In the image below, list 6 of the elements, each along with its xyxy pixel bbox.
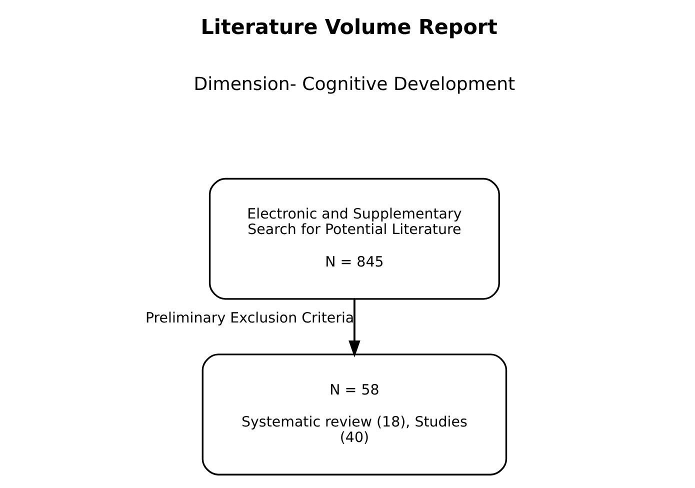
node-box: N = 58 Systematic review (18), Studies (40): [201, 354, 507, 476]
arrow: [348, 299, 360, 358]
diagram-title: Literature Volume Report: [200, 14, 497, 39]
node-box: Electronic and Supplementary Search for Potential Literature N = 845: [208, 178, 500, 300]
edge-label: Preliminary Exclusion Criteria: [144, 310, 354, 327]
label: Dimension- Cognitive Development: [193, 74, 515, 95]
